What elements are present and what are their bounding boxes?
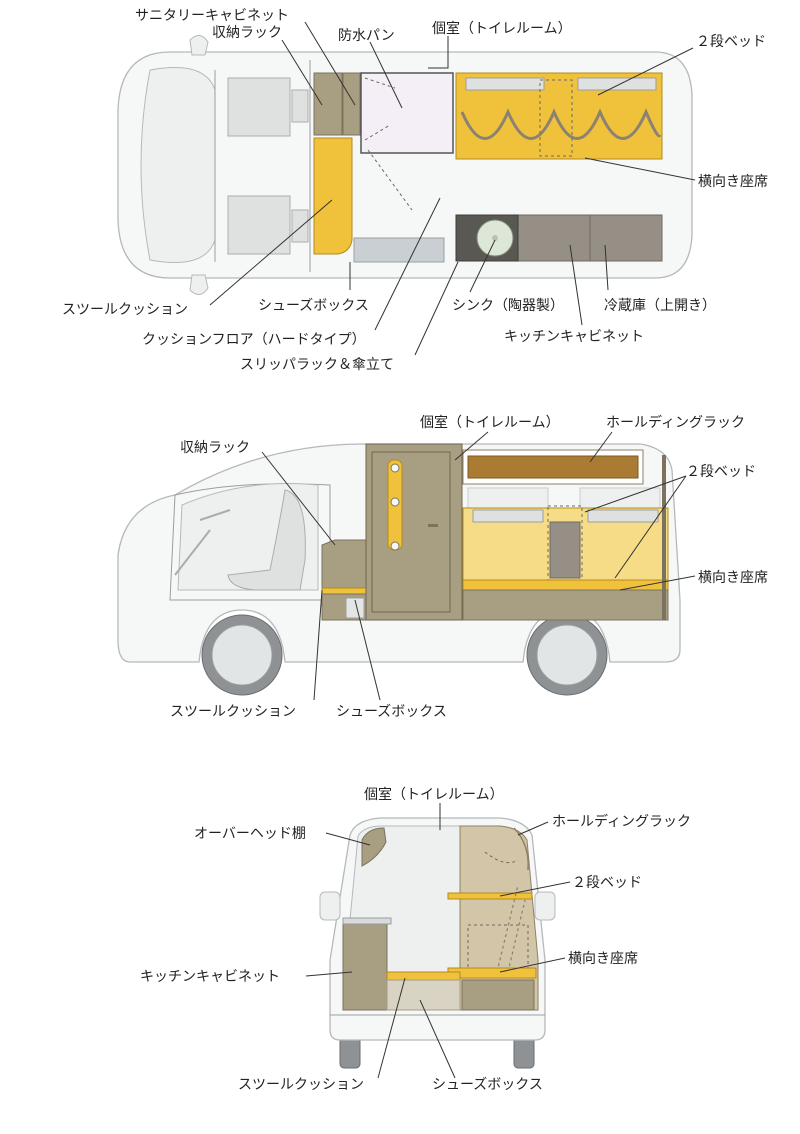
label-kitchen-cabinet-top: キッチンキャビネット xyxy=(504,329,644,345)
rear-stool-cushion xyxy=(386,971,461,981)
side-driver-seat xyxy=(227,489,306,591)
label-storage-rack-side: 収納ラック xyxy=(180,440,250,456)
rear-side-seat xyxy=(447,967,537,979)
top-sanitary-cabinet xyxy=(342,72,361,136)
top-storage-rack xyxy=(313,72,343,136)
side-toilet-room xyxy=(365,443,463,621)
label-stool-cushion-rear: スツールクッション xyxy=(238,1077,364,1093)
label-stool-cushion-top: スツールクッション xyxy=(62,302,188,318)
top-windshield xyxy=(140,67,216,263)
label-shoes-box-rear: シューズボックス xyxy=(432,1077,543,1093)
label-kitchen-cabinet-rear: キッチンキャビネット xyxy=(140,969,280,985)
side-storage-rack xyxy=(321,539,367,589)
label-holding-rack-side: ホールディングラック xyxy=(606,414,745,431)
side-side-seat xyxy=(462,579,669,591)
label-waterproof-pan: 防水パン xyxy=(338,28,395,44)
label-private-room-side: 個室（トイレルーム） xyxy=(420,414,560,431)
label-shoes-box-top: シューズボックス xyxy=(258,298,369,314)
rear-bunk-bed xyxy=(447,892,533,900)
rear-shoes-box xyxy=(386,979,461,1011)
label-bunk-bed-top: ２段ベッド xyxy=(696,34,766,50)
rear-view xyxy=(319,817,556,1069)
top-fridge xyxy=(589,214,663,262)
label-fridge: 冷蔵庫（上開き） xyxy=(604,297,716,314)
label-cushion-floor: クッションフロア（ハードタイプ） xyxy=(142,332,366,348)
label-overhead-shelf: オーバーヘッド棚 xyxy=(194,826,306,842)
label-bunk-bed-rear: ２段ベッド xyxy=(572,875,642,891)
top-view xyxy=(117,35,693,295)
side-view xyxy=(117,443,681,696)
label-sink: シンク（陶器製） xyxy=(452,298,564,314)
leader-lines xyxy=(209,21,696,1079)
label-side-seat-side: 横向き座席 xyxy=(698,570,768,586)
label-side-seat-top: 横向き座席 xyxy=(698,174,768,190)
top-passenger-seat xyxy=(227,195,291,255)
label-private-room-rear: 個室（トイレルーム） xyxy=(364,786,504,803)
labels: サニタリーキャビネット 収納ラック 防水パン 個室（トイレルーム） ２段ベッド … xyxy=(62,8,768,1093)
label-private-room-top: 個室（トイレルーム） xyxy=(432,20,572,37)
rear-overhead-shelf xyxy=(361,827,387,867)
rear-kitchen-cabinet xyxy=(342,921,388,1011)
label-side-seat-rear: 横向き座席 xyxy=(568,951,638,967)
label-shoes-box-side: シューズボックス xyxy=(336,704,447,720)
label-holding-rack-rear: ホールディングラック xyxy=(552,813,691,830)
label-bunk-bed-side: ２段ベッド xyxy=(686,464,756,480)
top-stool-cushion xyxy=(313,137,353,255)
label-stool-cushion-side: スツールクッション xyxy=(170,704,296,720)
side-shoes-box xyxy=(345,597,365,619)
label-storage-rack-top: 収納ラック xyxy=(212,25,282,41)
top-driver-seat xyxy=(227,77,291,137)
top-toilet-room xyxy=(360,72,454,154)
side-stool-cushion xyxy=(321,587,367,595)
label-sanitary-cabinet: サニタリーキャビネット xyxy=(135,8,289,24)
label-slipper-rack: スリッパラック＆傘立て xyxy=(240,357,394,373)
top-shoes-box xyxy=(353,237,445,263)
